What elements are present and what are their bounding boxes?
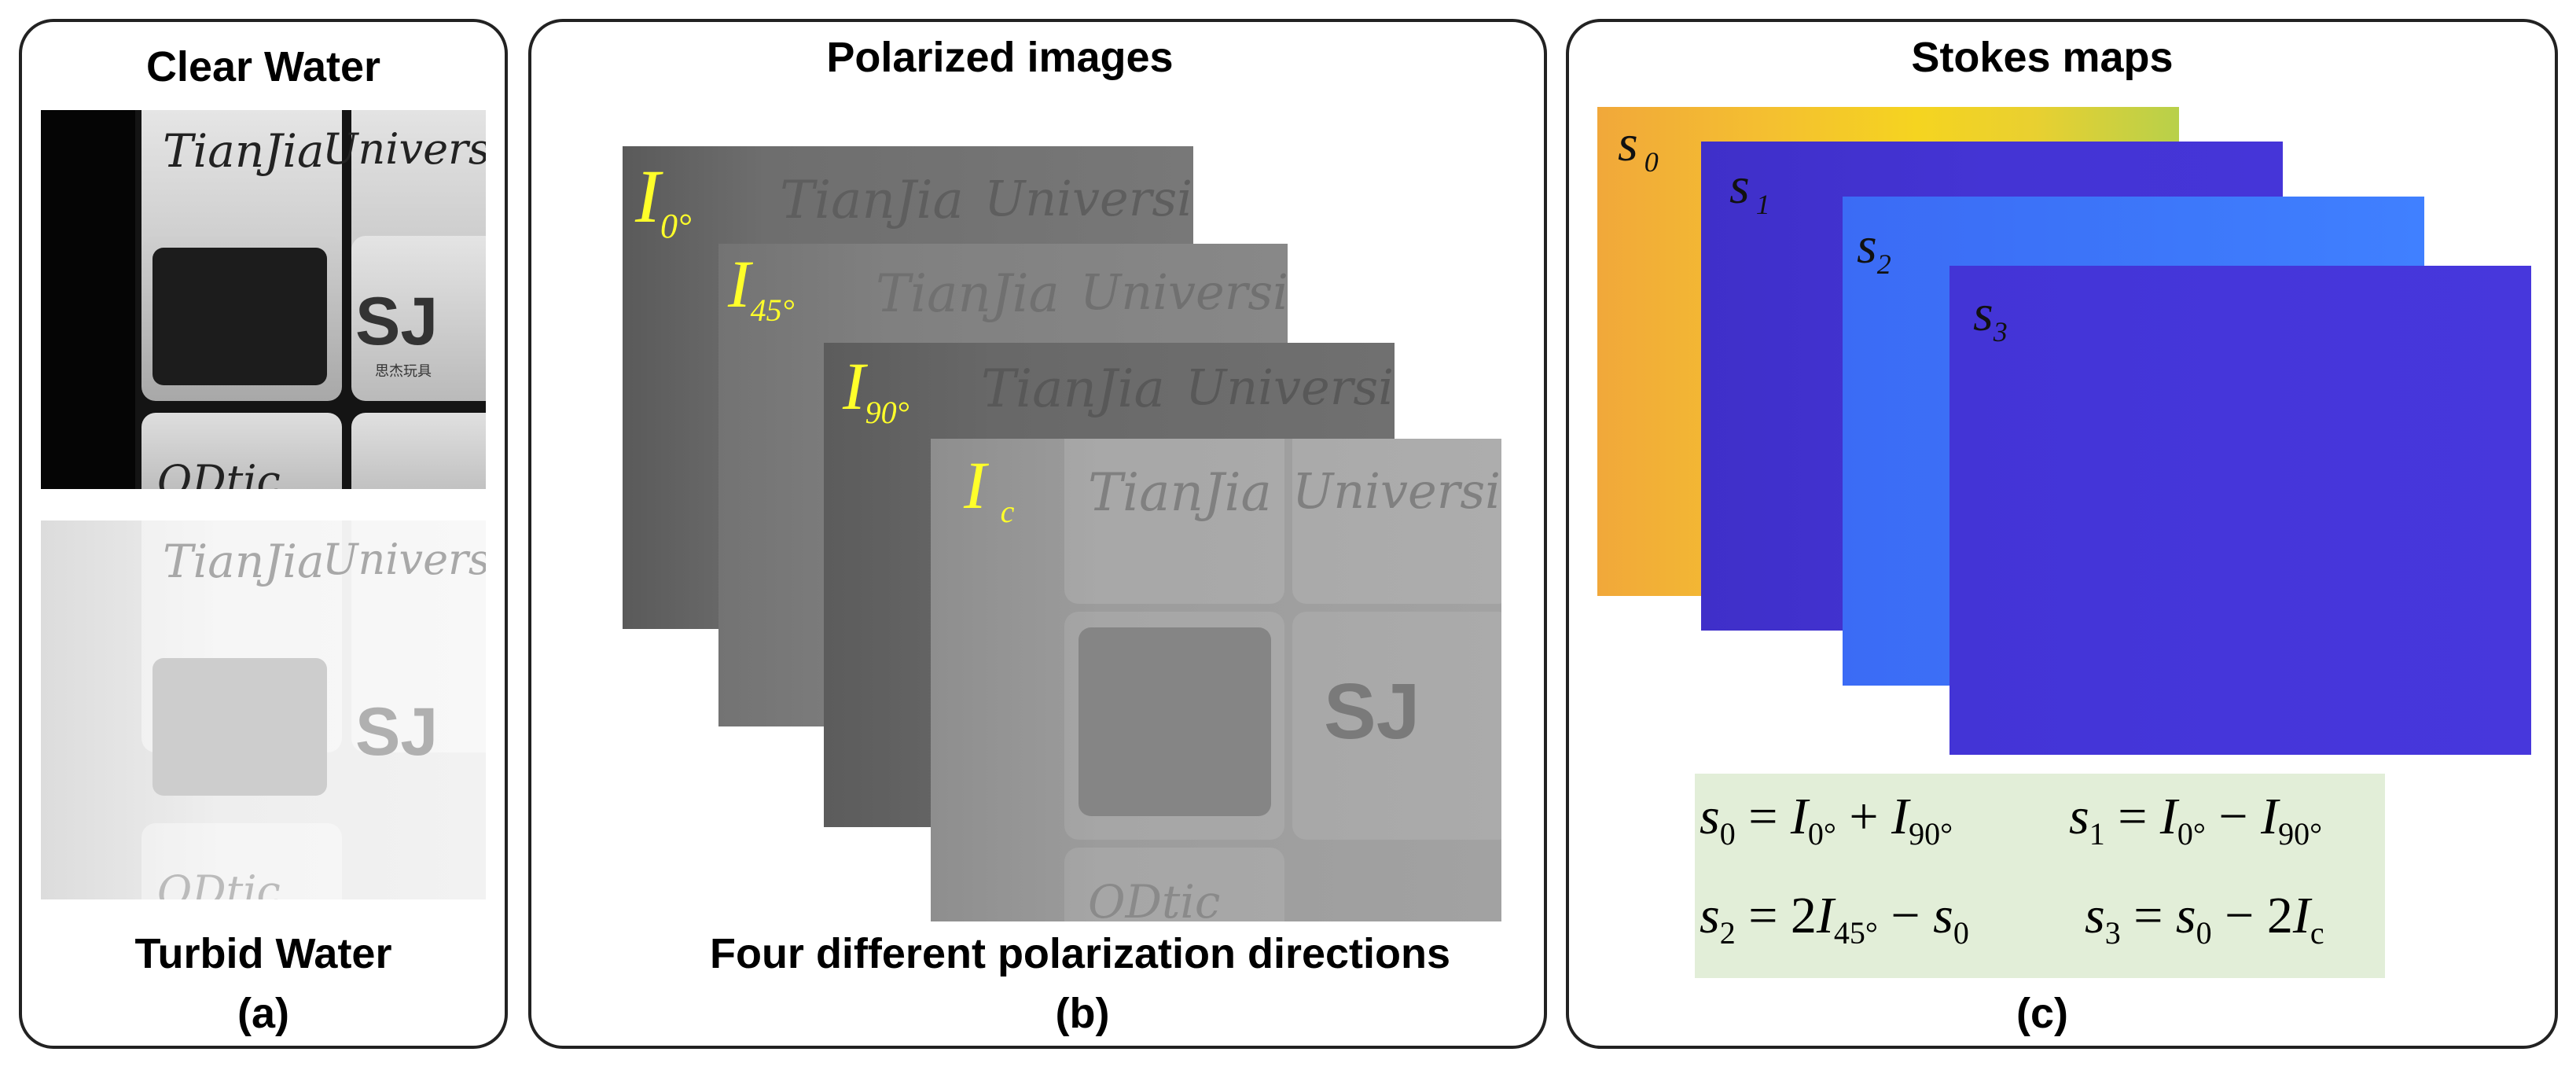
turbid-water-photo: TianJia University SJ ODtic xyxy=(41,520,486,899)
panel-c-caption: (c) xyxy=(2016,990,2068,1037)
photo-text-university: University xyxy=(322,124,486,174)
stokes-formula-box xyxy=(1695,774,2385,978)
formula-s2: s2 = 2I45° − s0 xyxy=(1700,887,1969,951)
label-s2: s2 xyxy=(1857,217,1891,281)
stokes-map-s3 xyxy=(1949,266,2531,755)
label-i0: I0° xyxy=(635,154,692,246)
photo-logo-sub: 思杰玩具 xyxy=(375,363,432,380)
label-i45: I45° xyxy=(728,246,795,329)
panel-c-title: Stokes maps xyxy=(1911,34,2174,81)
turbid-text-optic: ODtic xyxy=(157,866,281,899)
label-i90: I90° xyxy=(843,348,910,431)
panel-a-title-turbid-water: Turbid Water xyxy=(134,930,392,977)
polarized-image-c: TianJia University SJ ODtic xyxy=(931,439,1501,921)
photo-logo: SJ xyxy=(355,284,439,359)
panel-a-caption: (a) xyxy=(237,990,289,1037)
formula-s1: s1 = I0° − I90° xyxy=(2069,788,2323,852)
photo-text-optic: ODtic xyxy=(157,456,281,489)
panel-b-caption: (b) xyxy=(1055,990,1110,1037)
panel-b-subtitle: Four different polarization directions xyxy=(709,930,1451,977)
panel-a-title-clear-water: Clear Water xyxy=(145,43,381,90)
formula-s3: s3 = s0 − 2Ic xyxy=(2085,887,2324,951)
turbid-text-university: University xyxy=(322,535,486,584)
photo-text-tianjia: TianJia xyxy=(163,124,325,178)
turbid-logo: SJ xyxy=(355,694,439,770)
panel-b-title: Polarized images xyxy=(826,34,1174,81)
clear-water-photo: TianJia University SJ 思杰玩具 ODtic xyxy=(41,110,486,489)
formula-s0: s0 = I0° + I90° xyxy=(1700,788,1953,852)
label-s3: s3 xyxy=(1973,285,2008,348)
turbid-text-tianjia: TianJia xyxy=(163,535,325,588)
